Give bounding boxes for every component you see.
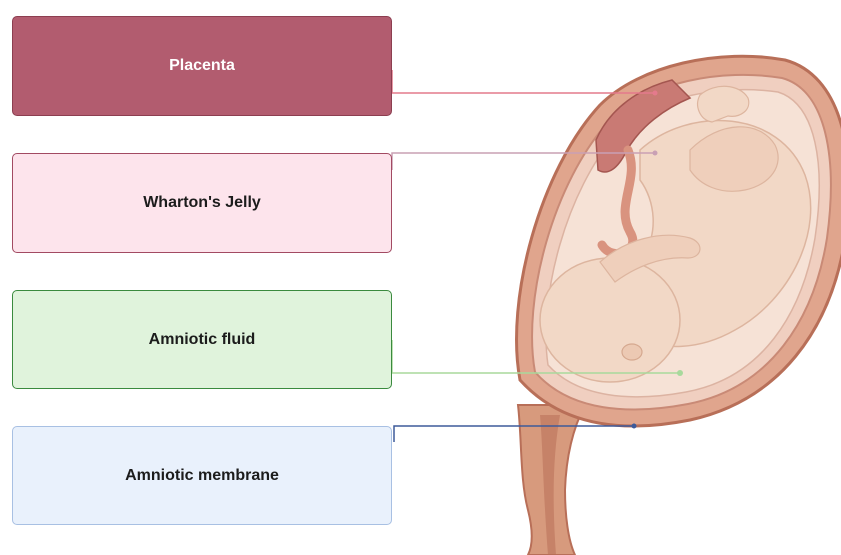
amniotic-membrane-label-box: Amniotic membrane xyxy=(12,426,392,525)
wharton-jelly-label-box: Wharton's Jelly xyxy=(12,153,392,253)
amniotic-fluid-label: Amniotic fluid xyxy=(149,331,256,349)
fetus-ear xyxy=(622,344,642,360)
placenta-leader-dot xyxy=(653,91,658,96)
placenta-leader-line xyxy=(392,70,655,93)
fluid-leader-dot xyxy=(677,370,683,376)
amniotic-membrane-label: Amniotic membrane xyxy=(125,467,279,485)
membrane-leader-line xyxy=(394,426,634,442)
placenta-label-box: Placenta xyxy=(12,16,392,116)
wharton-jelly-label: Wharton's Jelly xyxy=(143,194,261,212)
placenta-label: Placenta xyxy=(169,57,235,75)
fetus-head xyxy=(540,258,680,382)
membrane-leader-dot xyxy=(632,424,637,429)
wharton-leader-dot xyxy=(653,151,658,156)
amniotic-fluid-label-box: Amniotic fluid xyxy=(12,290,392,389)
